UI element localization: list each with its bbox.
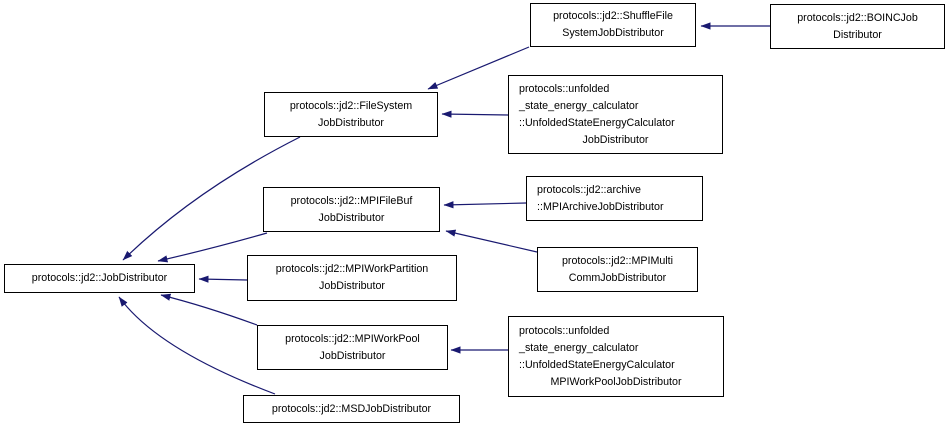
edge-msd-to-jobdistributor <box>118 296 276 395</box>
node-label-line: MPIWorkPoolJobDistributor <box>550 375 682 388</box>
node-label-line: protocols::unfolded <box>519 324 610 337</box>
edge-mpiworkpartition-to-jobdistributor <box>198 275 248 283</box>
node-label-line: protocols::jd2::JobDistributor <box>31 272 168 284</box>
node-label-line: protocols::unfolded <box>519 82 610 95</box>
node-label-line: JobDistributor <box>319 280 385 292</box>
node-unfolded-state-energy-calculator-job-distributor[interactable]: protocols::unfolded_state_energy_calcula… <box>508 75 723 154</box>
node-label-line: protocols::jd2::MSDJobDistributor <box>271 402 432 415</box>
edge-filesystem-to-jobdistributor <box>122 136 301 261</box>
edge-unfoldedcalc-to-filesystem <box>441 110 509 118</box>
node-label-line: JobDistributor <box>582 133 649 146</box>
edge-mpiarchive-to-mpifilebuf <box>443 201 527 209</box>
node-label-line: protocols::jd2::MPIWorkPartition <box>275 263 429 275</box>
edge-mpifilebuf-to-jobdistributor <box>157 232 268 263</box>
node-label-line: CommJobDistributor <box>568 271 667 284</box>
node-label-line: ::MPIArchiveJobDistributor <box>537 200 664 213</box>
node-job-distributor[interactable]: protocols::jd2::JobDistributor <box>4 264 195 293</box>
node-label-line: _state_energy_calculator <box>519 99 639 112</box>
node-label-line: SystemJobDistributor <box>562 27 664 39</box>
edge-mpiworkpool-to-jobdistributor <box>160 293 258 326</box>
node-label-line: protocols::jd2::archive <box>537 183 641 196</box>
node-msd-job-distributor[interactable]: protocols::jd2::MSDJobDistributor <box>243 395 460 423</box>
node-mpi-archive-job-distributor[interactable]: protocols::jd2::archive::MPIArchiveJobDi… <box>526 176 703 221</box>
node-label-line: protocols::jd2::MPIFileBuf <box>290 194 413 207</box>
node-label-line: JobDistributor <box>318 116 384 129</box>
node-label-line: Distributor <box>833 28 882 41</box>
node-label-line: ::UnfoldedStateEnergyCalculator <box>519 358 675 371</box>
edge-mpimulticomm-to-mpifilebuf <box>445 229 538 253</box>
node-label-line: protocols::jd2::FileSystem <box>289 99 413 112</box>
node-label-line: JobDistributor <box>318 211 385 224</box>
edge-shufflefile-to-filesystem <box>427 46 530 90</box>
node-label-line: _state_energy_calculator <box>519 341 639 354</box>
node-label-line: protocols::jd2::BOINCJob <box>797 11 918 24</box>
node-label-line: protocols::jd2::MPIMulti <box>561 254 674 267</box>
node-label-line: protocols::jd2::MPIWorkPool <box>285 332 420 345</box>
node-label-line: ::UnfoldedStateEnergyCalculator <box>519 116 675 129</box>
node-label-line: protocols::jd2::ShuffleFile <box>553 10 673 22</box>
node-label-line: JobDistributor <box>319 349 386 362</box>
node-unfolded-state-energy-calculator-mpi-work-pool-job-distributor[interactable]: protocols::unfolded_state_energy_calcula… <box>508 316 724 397</box>
